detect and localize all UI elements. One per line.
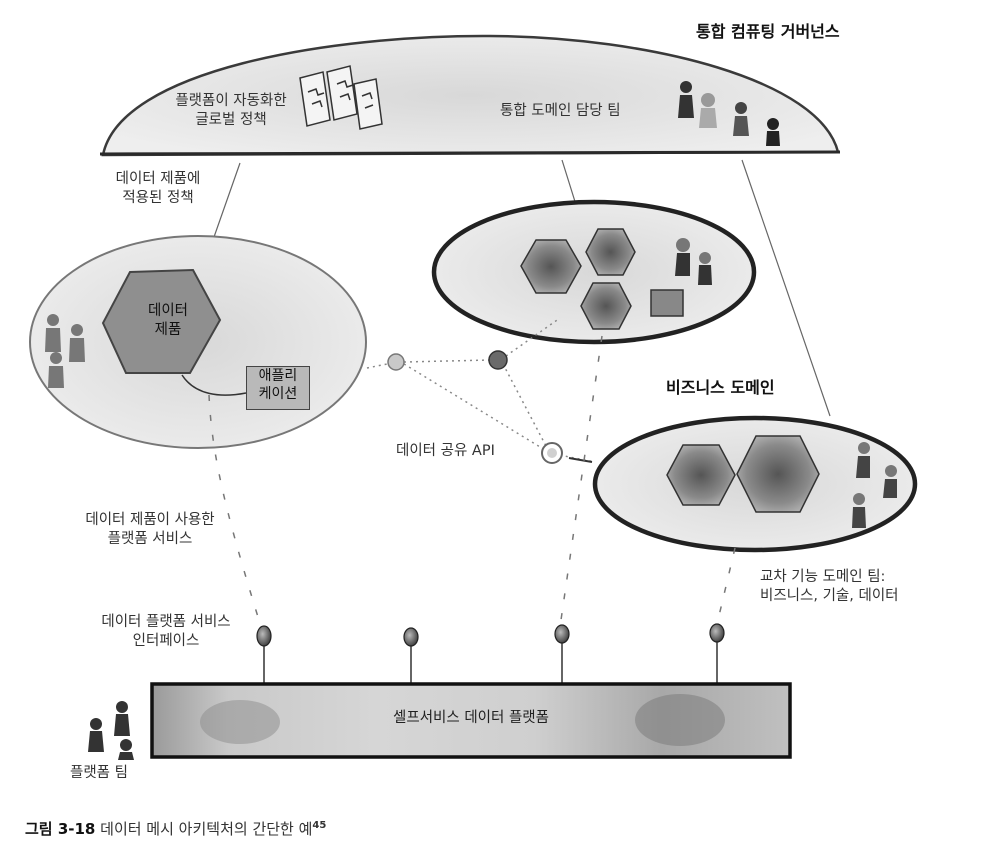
domain-team-people-icon <box>675 238 712 285</box>
governance-dome-base <box>99 150 841 156</box>
data-product-hexagon <box>101 268 222 374</box>
global-policy-label-line1: 플랫폼이 자동화한 <box>175 93 287 109</box>
application-label-line1: 애플리 <box>258 368 298 384</box>
application-box <box>246 366 310 410</box>
policy-document-icon <box>299 65 383 130</box>
figure-caption-text: 데이터 메시 아키텍처의 간단한 예 <box>100 820 313 838</box>
domain-team-people-icon <box>852 442 897 528</box>
api-node <box>488 350 508 370</box>
global-policy-label: 플랫폼이 자동화한 글로벌 정책 <box>164 92 298 130</box>
interface-node <box>403 627 419 647</box>
platform-services-used-label: 데이터 제품이 사용한 플랫폼 서비스 <box>66 511 234 549</box>
cross-functional-team-line1: 교차 기능 도메인 팀: <box>760 569 886 585</box>
platform-team-people-icon <box>88 701 134 760</box>
data-sharing-api-label: 데이터 공유 API <box>396 443 495 459</box>
cross-functional-team-label: 교차 기능 도메인 팀: 비즈니스, 기술, 데이터 <box>760 568 899 606</box>
cross-functional-team-line2: 비즈니스, 기술, 데이터 <box>760 587 899 604</box>
platform-services-used-line1: 데이터 제품이 사용한 <box>85 512 215 528</box>
platform-interface-line2: 인터페이스 <box>132 632 200 649</box>
application-box-icon <box>650 289 684 317</box>
data-product-hexagon <box>736 435 820 513</box>
api-link <box>568 457 593 463</box>
platform-service-links <box>208 335 736 631</box>
platform-interface-label: 데이터 플랫폼 서비스 인터페이스 <box>84 613 248 651</box>
platform-services-used-line2: 플랫폼 서비스 <box>107 530 193 547</box>
governance-dome <box>101 34 840 157</box>
application-label-line2: 케이션 <box>258 386 298 403</box>
policy-applied-label: 데이터 제품에 적용된 정책 <box>98 170 218 208</box>
figure-number: 그림 3-18 <box>25 820 96 838</box>
platform-interface-pins <box>256 623 725 684</box>
governance-title: 통합 컴퓨팅 거버넌스 <box>696 22 840 41</box>
interface-node <box>709 623 725 643</box>
domain-team-people-icon <box>45 314 85 388</box>
interface-node <box>554 624 570 644</box>
data-product-hexagon <box>520 239 582 294</box>
api-node-core <box>547 448 557 458</box>
data-product-hexagon <box>580 282 632 330</box>
data-product-label: 데이터 제품 <box>138 302 198 340</box>
platform-shading <box>200 700 280 744</box>
platform-interface-line1: 데이터 플랫폼 서비스 <box>101 614 231 630</box>
api-node <box>387 353 405 371</box>
application-label: 애플리 케이션 <box>246 367 310 403</box>
business-domain-title: 비즈니스 도메인 <box>666 378 775 397</box>
global-policy-label-line2: 글로벌 정책 <box>195 111 267 128</box>
data-product-hexagon <box>585 228 636 276</box>
governance-team-people-icon <box>678 81 780 146</box>
platform-shading <box>635 694 725 746</box>
figure-caption: 그림 3-18 데이터 메시 아키텍처의 간단한 예45 <box>25 818 326 839</box>
platform-team-label: 플랫폼 팀 <box>70 765 128 781</box>
self-serve-platform-label: 셀프서비스 데이터 플랫폼 <box>393 710 549 726</box>
product-to-app-link <box>181 374 247 396</box>
policy-applied-line1: 데이터 제품에 <box>115 171 201 187</box>
data-product-label-line1: 데이터 <box>147 303 189 319</box>
interface-node <box>256 625 272 647</box>
figure-footnote: 45 <box>312 820 327 831</box>
policy-applied-line2: 적용된 정책 <box>122 189 194 206</box>
data-product-hexagon <box>666 444 736 506</box>
federated-team-label: 통합 도메인 담당 팀 <box>500 103 621 119</box>
data-product-label-line2: 제품 <box>154 321 182 338</box>
governance-links <box>213 159 831 417</box>
